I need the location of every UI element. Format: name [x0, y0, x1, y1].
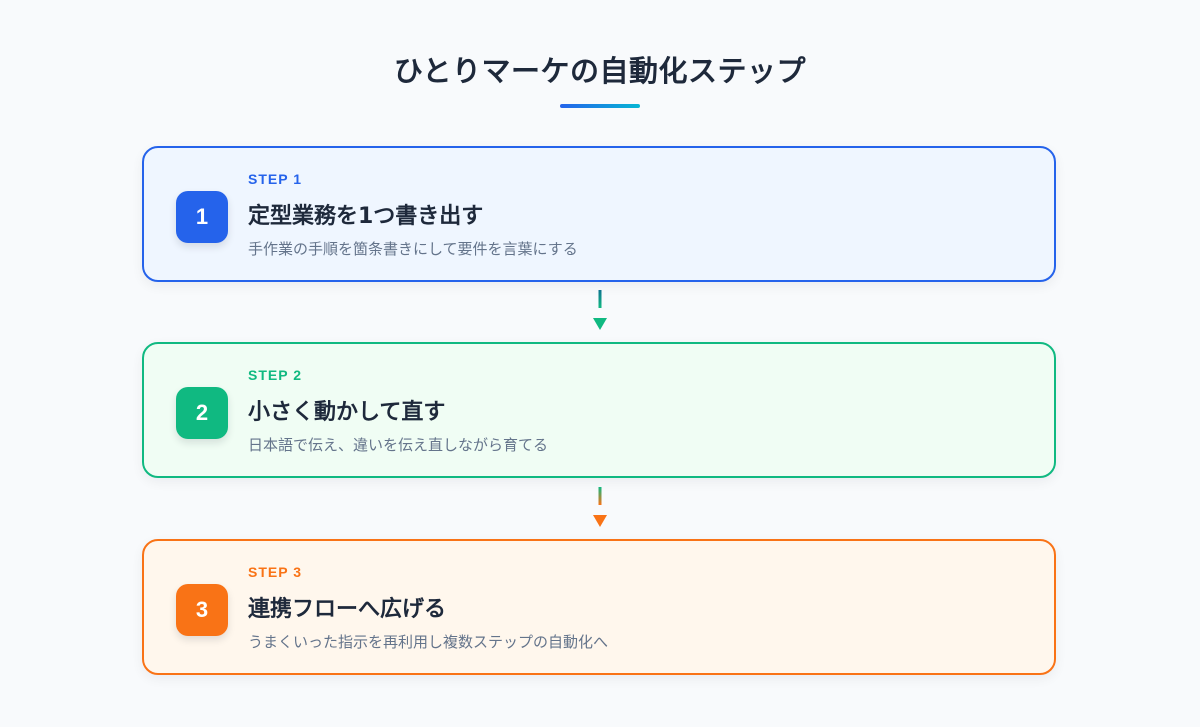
step-label: STEP 1: [248, 171, 302, 187]
step-number-badge: 2: [176, 387, 228, 439]
step-description: うまくいった指示を再利用し複数ステップの自動化へ: [248, 633, 609, 651]
step-card-2: 2 STEP 2 小さく動かして直す 日本語で伝え、違いを伝え直しながら育てる: [142, 342, 1056, 478]
step-description: 日本語で伝え、違いを伝え直しながら育てる: [248, 436, 549, 454]
down-arrow-icon: [593, 290, 607, 330]
page-title: ひとりマーケの自動化ステップ: [393, 54, 807, 88]
step-heading: 小さく動かして直す: [248, 400, 446, 425]
step-heading: 連携フローへ広げる: [248, 597, 447, 622]
step-number-badge: 3: [176, 584, 228, 636]
step-description: 手作業の手順を箇条書きにして要件を言葉にする: [248, 240, 578, 258]
step-card-3: 3 STEP 3 連携フローへ広げる うまくいった指示を再利用し複数ステップの自…: [142, 539, 1056, 675]
step-heading: 定型業務を1つ書き出す: [248, 204, 484, 229]
title-underline: [560, 104, 640, 108]
step-card-1: 1 STEP 1 定型業務を1つ書き出す 手作業の手順を箇条書きにして要件を言葉…: [142, 146, 1056, 282]
step-label: STEP 2: [248, 367, 302, 383]
step-number-badge: 1: [176, 191, 228, 243]
step-label: STEP 3: [248, 564, 302, 580]
down-arrow-icon: [593, 487, 607, 527]
